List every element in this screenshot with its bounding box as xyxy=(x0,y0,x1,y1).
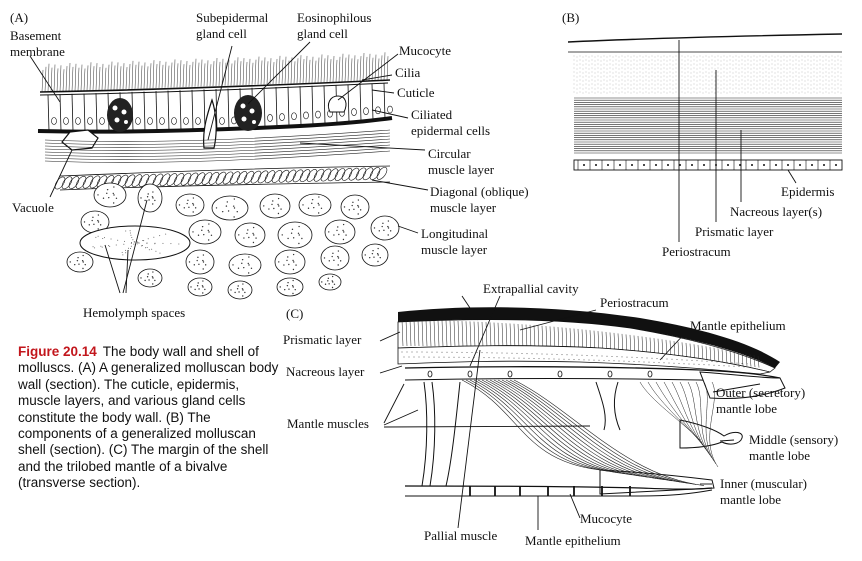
panel-c-label: (C) xyxy=(286,306,303,321)
label-basement-line2: membrane xyxy=(10,44,65,59)
label-vacuole: Vacuole xyxy=(12,200,54,215)
label-prismatic-b: Prismatic layer xyxy=(695,224,774,239)
basement-membrane xyxy=(37,116,393,134)
label-diagonal-line2: muscle layer xyxy=(430,200,497,215)
mantle-muscle-left xyxy=(421,381,436,487)
panel-c-leaders xyxy=(379,295,761,530)
label-basement-line1: Basement xyxy=(10,28,62,43)
panel-a-label: (A) xyxy=(10,10,28,25)
epidermis-top xyxy=(39,82,389,96)
label-diagonal-line1: Diagonal (oblique) xyxy=(430,184,529,199)
longitudinal-muscle-bundles xyxy=(66,182,400,300)
mantle-muscle-middle xyxy=(595,381,621,431)
caption-text: The body wall and shell of molluscs. (A)… xyxy=(18,344,279,491)
epidermis-row xyxy=(573,159,843,171)
label-mantle-epithelium-top: Mantle epithelium xyxy=(690,318,786,333)
hemolymph-stipple xyxy=(92,230,180,256)
label-extrapallial: Extrapallial cavity xyxy=(483,281,579,296)
label-prismatic-c: Prismatic layer xyxy=(283,332,362,347)
nacreous-layers xyxy=(574,97,842,154)
middle-mantle-lobe xyxy=(679,419,743,449)
label-inner-line1: Inner (muscular) xyxy=(720,476,807,491)
inner-mantle-lobe xyxy=(599,469,715,495)
periostracum-layer xyxy=(567,33,843,43)
label-hemolymph: Hemolymph spaces xyxy=(83,305,185,320)
label-eosinophilous-line1: Eosinophilous xyxy=(297,10,371,25)
label-subepidermal-line2: gland cell xyxy=(196,26,247,41)
label-cilia: Cilia xyxy=(395,65,421,80)
label-periostracum-b: Periostracum xyxy=(662,244,731,259)
subepidermal-gland-cell xyxy=(203,98,217,149)
gland-granules xyxy=(112,103,256,124)
label-circular-line1: Circular xyxy=(428,146,471,161)
label-longitudinal-line1: Longitudinal xyxy=(421,226,489,241)
mantle-epithelium-top-line xyxy=(404,366,781,379)
cilia-fringe xyxy=(41,52,389,92)
label-epidermis: Epidermis xyxy=(781,184,834,199)
label-mucocyte-a: Mucocyte xyxy=(399,43,451,58)
label-outer-line1: Outer (secretory) xyxy=(716,385,805,400)
figure-number: Figure 20.14 xyxy=(18,344,97,359)
pallial-muscle-fibers xyxy=(445,379,719,487)
label-mantle-muscles: Mantle muscles xyxy=(287,416,369,431)
label-eosinophilous-line2: gland cell xyxy=(297,26,348,41)
panel-c-drawing xyxy=(397,307,786,497)
label-nacreous-c: Nacreous layer xyxy=(286,364,365,379)
shell-periostracum xyxy=(398,307,780,368)
mucocyte-marks xyxy=(427,370,653,496)
panel-b-drawing xyxy=(567,33,843,171)
mucocyte-cell xyxy=(327,95,347,113)
panel-b-leaders xyxy=(678,40,797,242)
epidermis-cells xyxy=(577,160,837,170)
outer-mantle-lobe xyxy=(699,371,786,399)
label-middle-line2: mantle lobe xyxy=(749,448,810,463)
panel-a-drawing xyxy=(37,52,400,300)
eosinophilous-gland-cell-2 xyxy=(234,95,262,131)
label-periostracum-c: Periostracum xyxy=(600,295,669,310)
label-ciliated-line1: Ciliated xyxy=(411,107,453,122)
label-mucocyte-c: Mucocyte xyxy=(580,511,632,526)
panel-b-label: (B) xyxy=(562,10,579,25)
label-nacreous-b: Nacreous layer(s) xyxy=(730,204,822,219)
label-ciliated-line2: epidermal cells xyxy=(411,123,490,138)
label-outer-line2: mantle lobe xyxy=(716,401,777,416)
label-longitudinal-line2: muscle layer xyxy=(421,242,488,257)
label-subepidermal-line1: Subepidermal xyxy=(196,10,269,25)
circular-muscle-layer xyxy=(44,129,391,163)
prismatic-layer xyxy=(573,55,842,94)
label-pallial-muscle: Pallial muscle xyxy=(424,528,498,543)
diagonal-muscle-layer xyxy=(54,165,391,191)
label-inner-line2: mantle lobe xyxy=(720,492,781,507)
label-middle-line1: Middle (sensory) xyxy=(749,432,838,447)
eosinophilous-gland-cell xyxy=(107,98,133,132)
panel-a-leaders xyxy=(29,41,429,294)
cuticle-line xyxy=(39,79,391,93)
label-cuticle: Cuticle xyxy=(397,85,435,100)
hemolymph-space xyxy=(79,225,191,261)
label-circular-line2: muscle layer xyxy=(428,162,495,177)
label-mantle-epithelium-bottom: Mantle epithelium xyxy=(525,533,621,548)
